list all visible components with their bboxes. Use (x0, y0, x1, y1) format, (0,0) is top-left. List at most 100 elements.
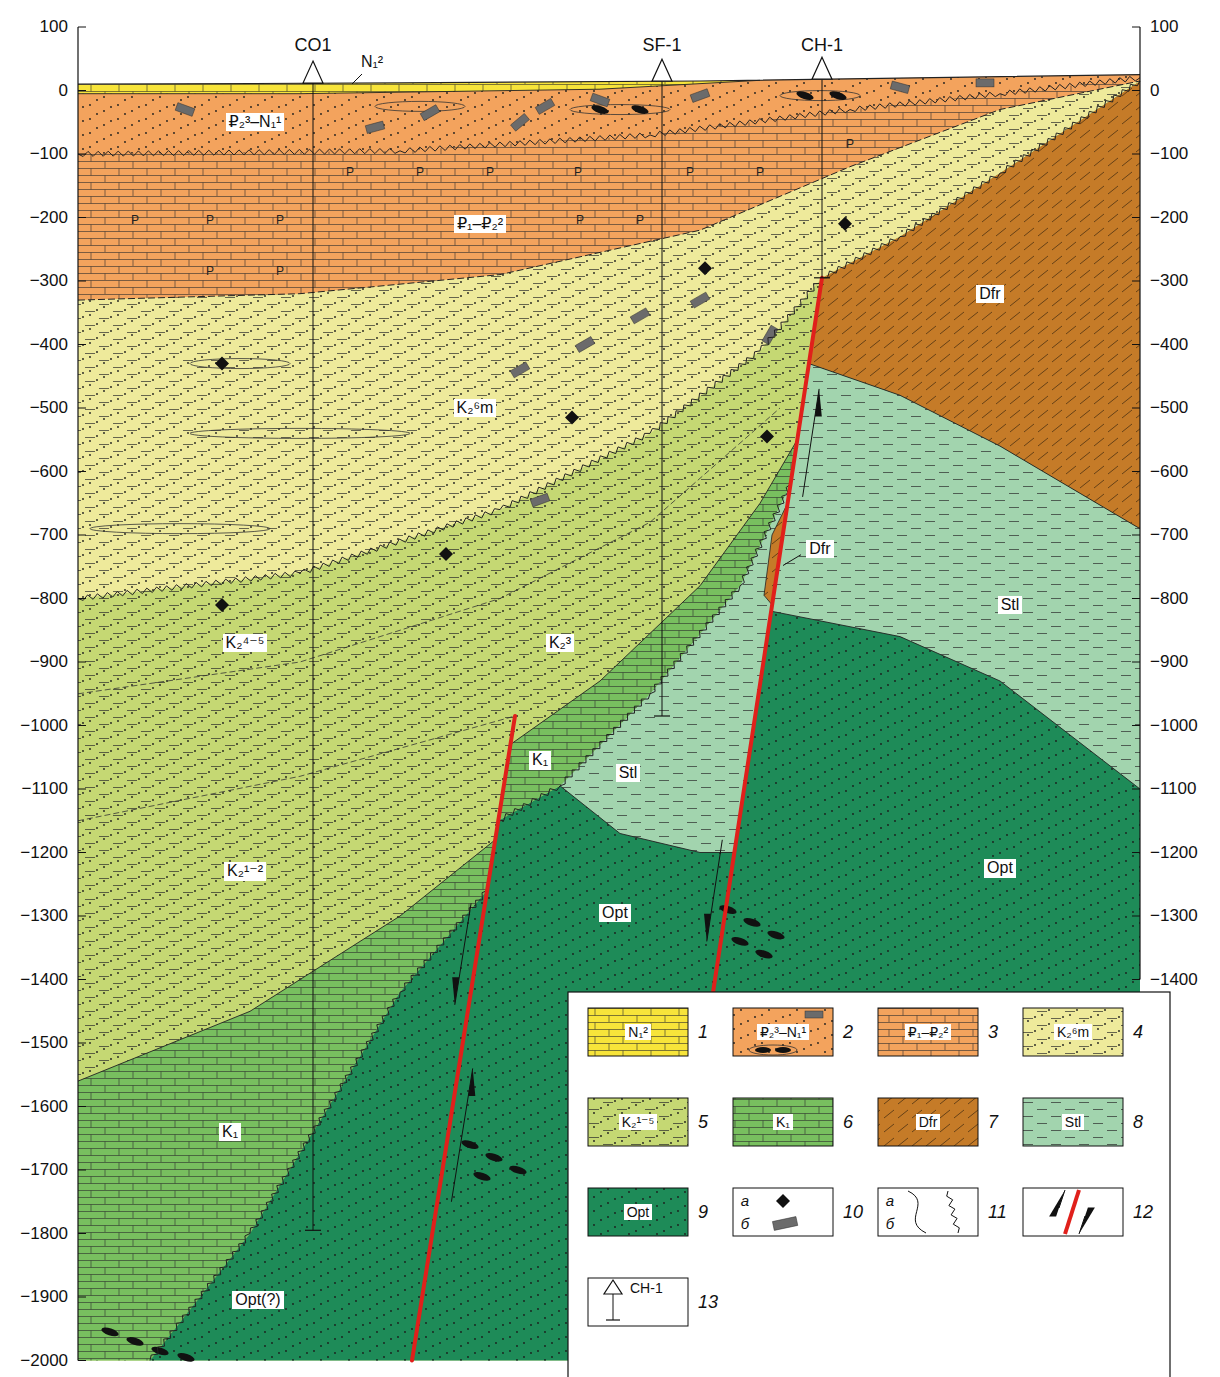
phosphorite-mark: P (276, 214, 284, 228)
well-name: SF-1 (643, 35, 682, 56)
phosphorite-mark: P (636, 214, 644, 228)
unit-label: ₽₁–₽₂² (454, 215, 506, 233)
depth-label: −200 (1150, 208, 1188, 228)
axis-tick (78, 281, 86, 282)
axis-tick (78, 1297, 86, 1298)
mineral-diamond (439, 547, 453, 561)
phosphorite-mark: P (276, 265, 284, 279)
depth-axis (77, 27, 78, 1361)
concretion (755, 1047, 771, 1053)
concretion (630, 103, 649, 115)
pebble (805, 1011, 823, 1018)
axis-tick (78, 979, 86, 980)
sub-boundary (78, 408, 780, 694)
phosphorite-mark: P (486, 166, 494, 180)
boundary-line (78, 80, 760, 93)
legend-sample-label: Opt (624, 1204, 653, 1220)
pebble (630, 308, 650, 324)
concretion (125, 1335, 144, 1347)
fault-arrow-head (704, 914, 711, 942)
legend-swatch-pattern (588, 1098, 688, 1146)
unit-label: K₁ (529, 751, 551, 769)
lens-outline (780, 91, 860, 101)
fault-arrow-head (1049, 1190, 1065, 1217)
lens-outline (570, 105, 670, 115)
axis-tick (78, 27, 86, 28)
lens-outline (190, 359, 290, 369)
concretion (484, 1151, 503, 1163)
legend-number: 9 (698, 1202, 708, 1223)
legend-swatch (1023, 1008, 1123, 1056)
legend-sample-label: Stl (1062, 1114, 1084, 1130)
fault-arrow-head (1079, 1207, 1095, 1234)
phosphorite-mark: P (346, 166, 354, 180)
depth-label: −1700 (20, 1160, 68, 1180)
depth-label: −1900 (20, 1287, 68, 1307)
pebble (365, 121, 384, 133)
axis-tick (1132, 979, 1140, 980)
lens-outline (375, 101, 465, 111)
depth-label: −300 (1150, 271, 1188, 291)
axis-tick (1132, 598, 1140, 599)
lens-outline (190, 428, 410, 438)
depth-label: −1600 (20, 1097, 68, 1117)
pebble (690, 292, 710, 308)
unit-label: K₂³ (546, 634, 574, 652)
legend-swatch (1023, 1098, 1123, 1146)
concretion (766, 929, 785, 941)
legend-number: 4 (1133, 1022, 1143, 1043)
depth-label: −1300 (1150, 906, 1198, 926)
pebble (690, 89, 710, 103)
concretion (730, 935, 749, 947)
legend-number: 11 (988, 1202, 1007, 1223)
legend-swatch-pattern (878, 1008, 978, 1056)
axis-tick (1132, 789, 1140, 790)
legend-sub-letter: б (886, 1215, 894, 1232)
unit-label: N₁² (358, 53, 386, 71)
legend-sample-label: Dfr (916, 1114, 941, 1130)
fault-arrow-shaft (455, 903, 471, 1005)
well-line (313, 83, 314, 1230)
legend-number: 12 (1133, 1202, 1153, 1223)
axis-tick (78, 154, 86, 155)
legend-swatch-frame (588, 1278, 688, 1326)
axis-tick (78, 852, 86, 853)
legend-sample-label: ₽₂³–N₁¹ (757, 1024, 809, 1040)
depth-label: −600 (30, 462, 68, 482)
boundary-line (78, 840, 495, 1081)
ground-surface (78, 75, 1140, 85)
well-symbol (303, 61, 323, 83)
pebble (510, 362, 530, 378)
sky-ground (78, 0, 1140, 84)
depth-label: −800 (30, 589, 68, 609)
axis-tick (1132, 725, 1140, 726)
fault-sample (1065, 1190, 1079, 1234)
leader-line (352, 74, 362, 84)
fault-arrow-shaft (707, 840, 723, 942)
concretion (775, 1047, 791, 1053)
depth-label: −200 (30, 208, 68, 228)
pebble (535, 98, 555, 114)
legend-swatch-pattern (588, 1008, 688, 1056)
axis-tick (1132, 281, 1140, 282)
rock-unit (150, 891, 487, 1361)
mineral-diamond (776, 1194, 790, 1208)
well-line (662, 81, 663, 716)
axis-tick (1132, 535, 1140, 536)
axis-tick (1132, 408, 1140, 409)
depth-label: 0 (59, 81, 68, 101)
mineral-diamond (760, 430, 774, 444)
depth-label: −1100 (1150, 779, 1196, 799)
depth-label: −1100 (22, 779, 68, 799)
legend-sub-letter: б (741, 1215, 749, 1232)
concretion (472, 1170, 491, 1182)
well-name: CO1 (295, 35, 332, 56)
depth-label: −1200 (1150, 843, 1198, 863)
well-bottom (814, 277, 830, 278)
legend-swatch-pattern (733, 1008, 833, 1056)
depth-axis (1139, 27, 1140, 980)
rock-pattern (498, 440, 797, 821)
depth-label: −700 (1150, 525, 1188, 545)
